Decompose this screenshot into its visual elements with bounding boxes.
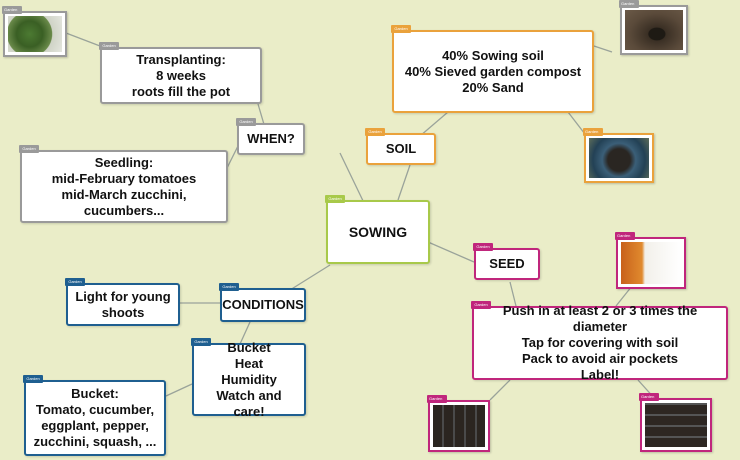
- transplanting-node[interactable]: Garden Transplanting: 8 weeks roots fill…: [99, 42, 262, 104]
- pot-on-soil-photo: Garden: [619, 0, 688, 55]
- when-node[interactable]: Garden WHEN?: [236, 118, 305, 155]
- bucket-label: Bucket: Tomato, cucumber, eggplant, pepp…: [33, 386, 157, 449]
- seed-instructions-node[interactable]: Garden Push in at least 2 or 3 times the…: [471, 301, 728, 382]
- sowing-tray-right-photo: Garden: [639, 393, 712, 452]
- compost-bucket-photo: Garden: [583, 128, 654, 183]
- needs-node[interactable]: Garden Bucket Heat Humidity Watch and ca…: [191, 338, 306, 419]
- seed-label: SEED: [489, 256, 525, 271]
- seed-packets-photo: Garden: [615, 232, 686, 289]
- soil-mix-node[interactable]: Garden 40% Sowing soil 40% Sieved garden…: [391, 25, 594, 113]
- seedling-node[interactable]: Garden Seedling: mid-February tomatoes m…: [19, 145, 228, 223]
- pot-image: [625, 10, 683, 50]
- needs-label: Bucket Heat Humidity Watch and care!: [216, 339, 282, 419]
- seedlings-tray-photo: Garden: [2, 6, 67, 57]
- light-node[interactable]: Garden Light for young shoots: [65, 278, 180, 326]
- seed-node[interactable]: Garden SEED: [473, 243, 540, 280]
- conditions-node[interactable]: Garden CONDITIONS: [219, 283, 306, 322]
- soil-node[interactable]: Garden SOIL: [365, 128, 436, 165]
- sowing-label: SOWING: [348, 224, 408, 240]
- conditions-label: CONDITIONS: [222, 297, 304, 312]
- tray-image: [645, 403, 707, 447]
- seedling-label: Seedling: mid-February tomatoes mid-Marc…: [51, 154, 197, 218]
- tray-image: [433, 405, 485, 447]
- seed-instructions-label: Push in at least 2 or 3 times the diamet…: [502, 303, 698, 382]
- transplanting-label: Transplanting: 8 weeks roots fill the po…: [131, 51, 231, 99]
- seed-packets-image: [621, 242, 681, 284]
- seedlings-image: [8, 16, 62, 52]
- bucket-node[interactable]: Garden Bucket: Tomato, cucumber, eggplan…: [23, 375, 166, 456]
- sowing-node[interactable]: Garden SOWING: [325, 195, 430, 264]
- soil-mix-label: 40% Sowing soil 40% Sieved garden compos…: [404, 47, 582, 95]
- light-label: Light for young shoots: [75, 288, 171, 320]
- sowing-tray-left-photo: Garden: [427, 395, 490, 452]
- soil-label: SOIL: [385, 141, 417, 156]
- compost-image: [589, 138, 649, 178]
- when-label: WHEN?: [247, 131, 295, 146]
